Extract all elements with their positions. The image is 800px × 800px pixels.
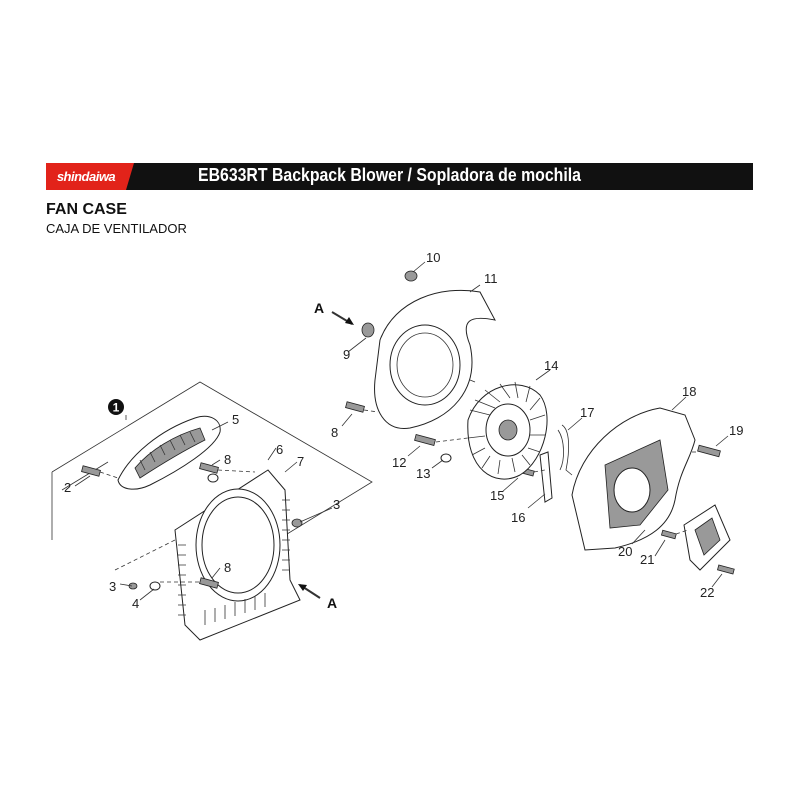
assembly-marker [108,399,124,415]
reference-a-bottom: A [327,595,337,611]
brand-logo-text: shindaiwa [56,169,116,184]
callout-16: 16 [511,510,525,525]
callout-19: 19 [729,423,743,438]
part-fan-case [174,469,301,641]
callout-7: 7 [297,454,304,469]
callout-10: 10 [426,250,440,265]
part-fan-cover [374,289,496,429]
callout-8: 8 [224,452,231,467]
reference-a-top: A [314,300,324,316]
callout-8-middle: 8 [331,425,338,440]
hardware-screws [81,270,735,591]
callout-13: 13 [416,466,430,481]
callout-21: 21 [640,552,654,567]
section-title: FAN CASE [46,201,127,218]
callout-4: 4 [132,596,139,611]
callout-6: 6 [276,442,283,457]
part-plate-20 [683,504,731,571]
alignment-lines [99,409,696,583]
callout-14: 14 [544,358,558,373]
callout-2: 2 [64,480,71,495]
brand-logo: shindaiwa [46,163,126,190]
part-impeller [467,381,548,480]
brand-logo-slant [126,163,134,190]
callout-17: 17 [580,405,594,420]
reference-arrows [298,311,354,599]
leader-lines [74,261,729,601]
callout-8-lower: 8 [224,560,231,575]
callout-9: 9 [343,347,350,362]
callout-11: 11 [484,271,498,286]
callout-22: 22 [700,585,714,600]
part-back-plate [571,407,696,551]
callout-12: 12 [392,455,406,470]
part-brackets [539,424,573,503]
header-bar [46,163,753,190]
callout-3-right: 3 [333,497,340,512]
document-title: EB633RT Backpack Blower / Sopladora de m… [198,165,581,185]
callout-5: 5 [232,412,239,427]
callout-20: 20 [618,544,632,559]
callout-18: 18 [682,384,696,399]
callout-1: 1 [113,401,120,415]
part-top-cover [117,415,221,490]
callout-15: 15 [490,488,504,503]
callout-3-left: 3 [109,579,116,594]
section-subtitle: CAJA DE VENTILADOR [46,221,187,236]
